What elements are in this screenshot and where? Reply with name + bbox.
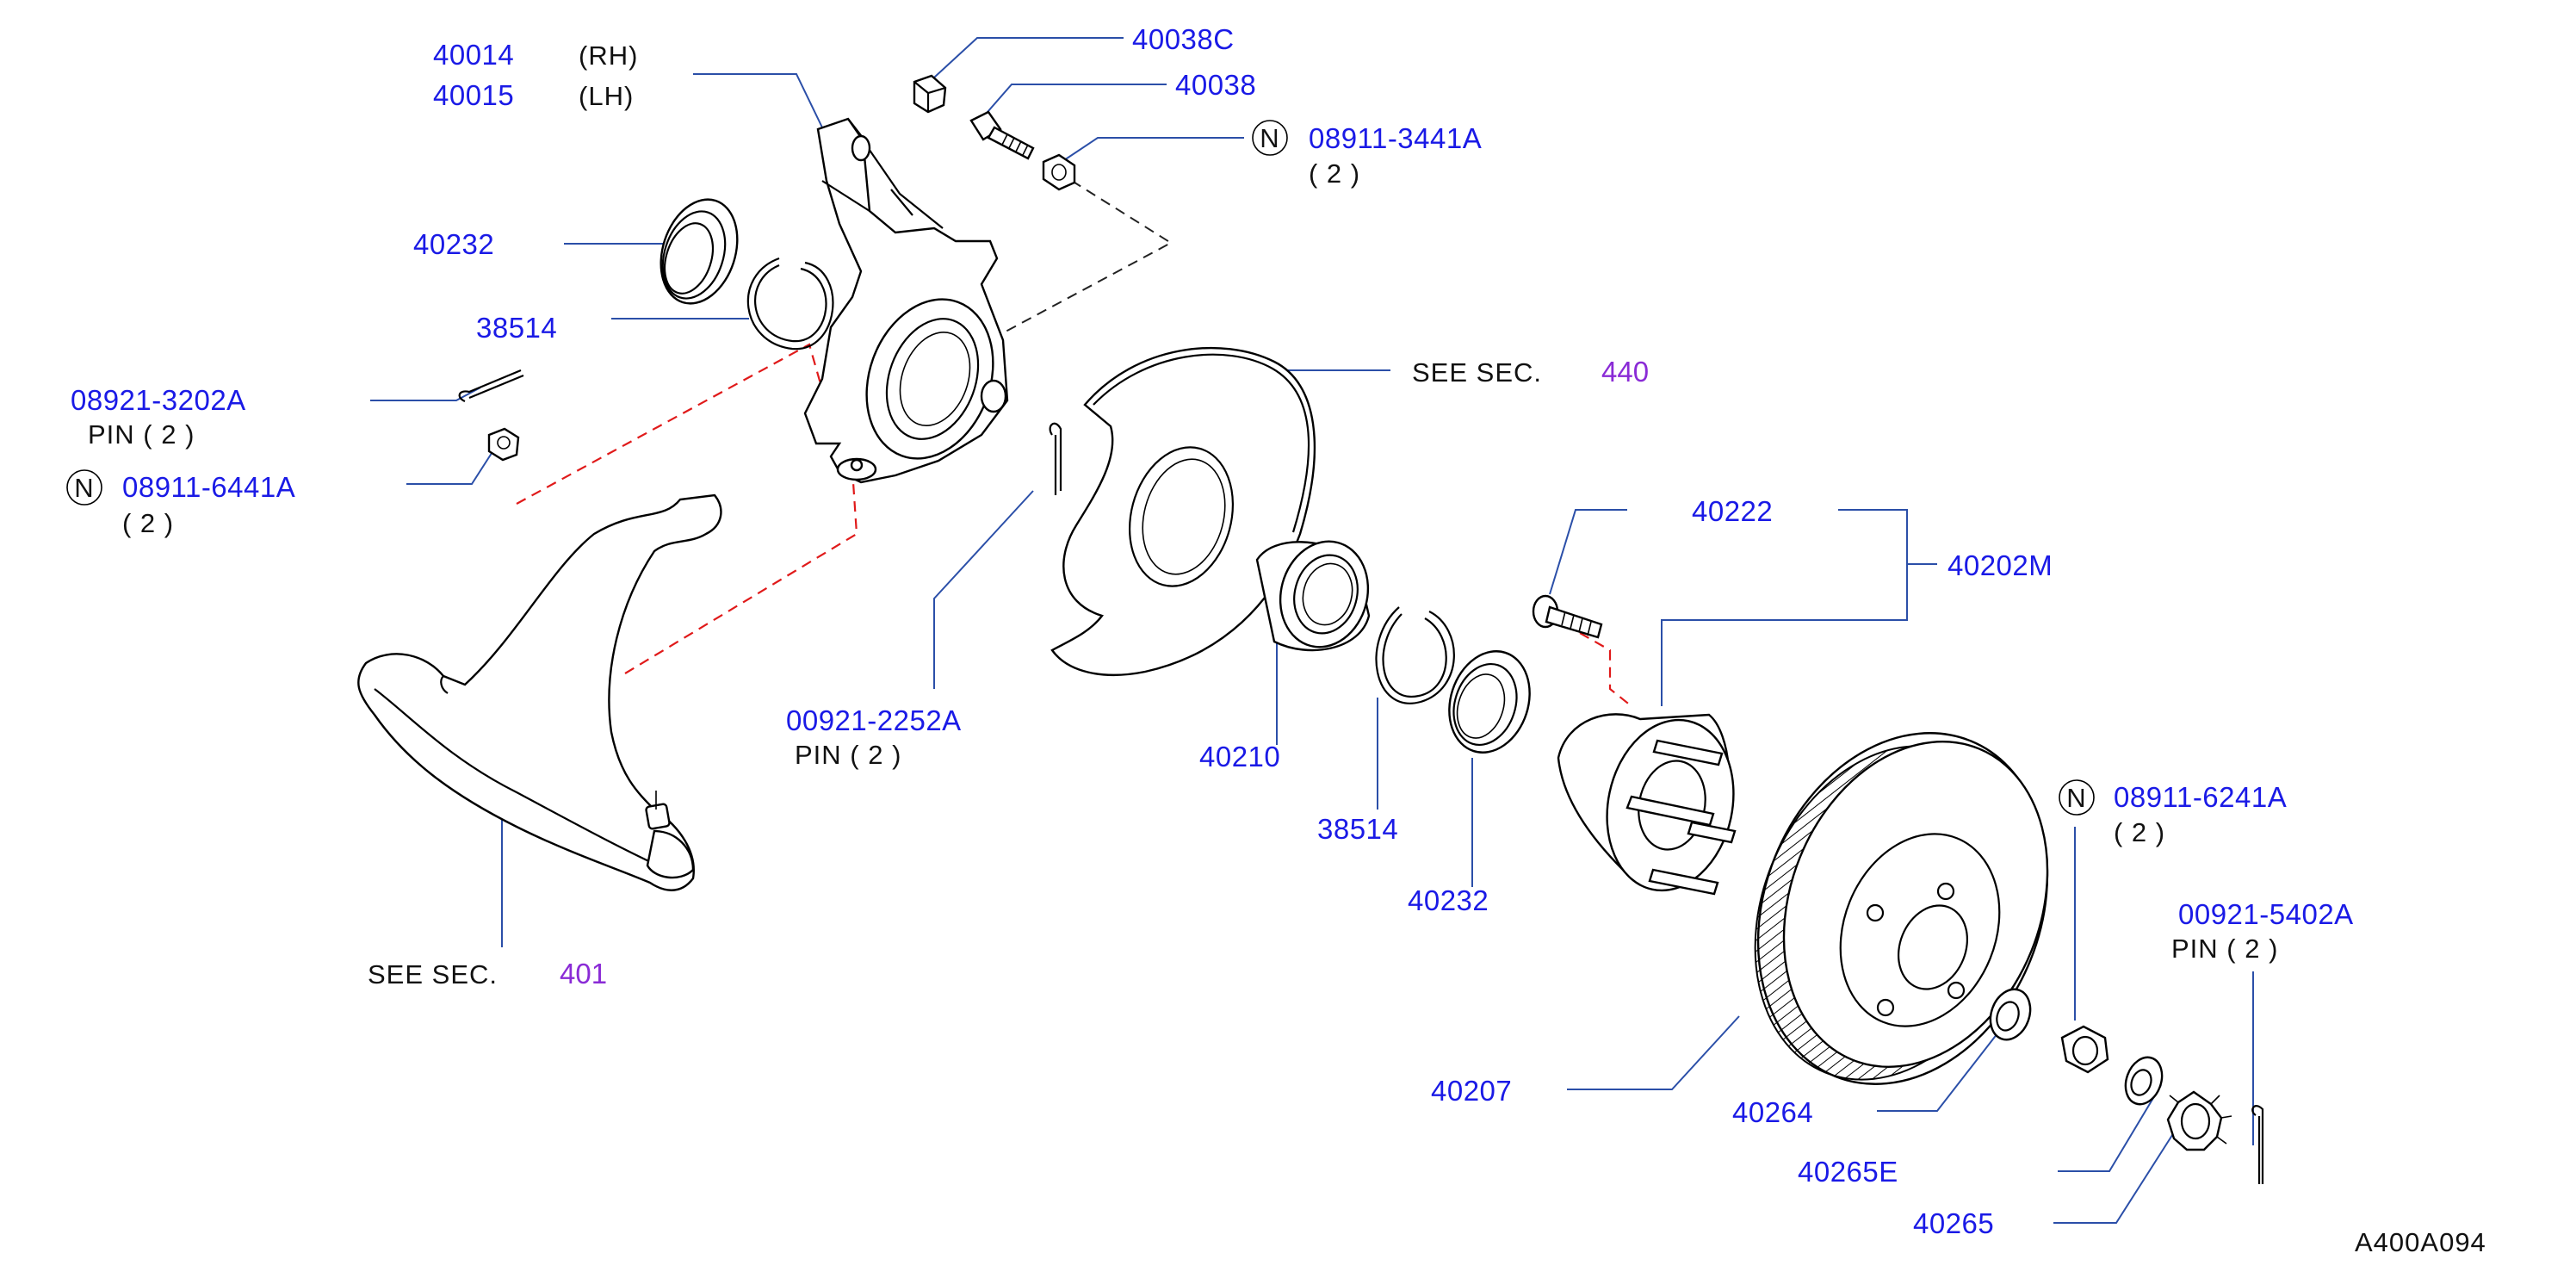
nut-08911-6241a — [2060, 1025, 2109, 1074]
qty-08911-3441a: ( 2 ) — [1309, 158, 1360, 189]
grease-seal-40232-top — [659, 198, 739, 305]
n-marker-3441: N — [1260, 123, 1279, 153]
section-ref-440: 440 — [1601, 356, 1649, 388]
label-40015: 40015 — [433, 79, 514, 111]
grease-seal-40232-bottom — [1448, 650, 1531, 754]
label-40265e: 40265E — [1798, 1156, 1898, 1188]
label-38514-bottom: 38514 — [1317, 813, 1398, 845]
label-08911-6241a: 08911-6241A — [2114, 781, 2287, 813]
label-rh: (RH) — [579, 40, 638, 71]
baffle-plate — [1050, 346, 1316, 677]
cotter-pin-08921-3202a — [458, 369, 524, 403]
label-40202m: 40202M — [1947, 549, 2053, 581]
label-08911-3441a: 08911-3441A — [1309, 122, 1482, 154]
wheel-bearing-40210 — [1255, 540, 1371, 652]
qty-08911-6441a: ( 2 ) — [122, 508, 174, 538]
label-lh: (LH) — [579, 81, 634, 111]
alignment-dashed-lines — [516, 180, 1632, 707]
cotter-pin-00921-5402a — [2251, 1105, 2264, 1184]
label-00921-2252a: 00921-2252A — [786, 704, 962, 736]
label-38514-top: 38514 — [476, 312, 557, 344]
label-40222: 40222 — [1692, 495, 1773, 527]
hub-bolt-40222 — [1532, 594, 1603, 639]
label-40210: 40210 — [1199, 741, 1280, 772]
label-00921-5402a: 00921-5402A — [2178, 898, 2354, 930]
label-40038: 40038 — [1175, 69, 1256, 101]
qty-08911-6241a: ( 2 ) — [2114, 817, 2165, 847]
diagram-code: A400A094 — [2355, 1227, 2486, 1257]
new-part-markers — [66, 120, 2095, 816]
nut-08911-3441a — [1042, 153, 1076, 191]
washer-40264 — [1989, 988, 2032, 1041]
label-08921-3202a: 08921-3202A — [71, 384, 246, 416]
n-marker-6241: N — [2066, 783, 2086, 813]
wheel-hub-40202m — [1557, 713, 1737, 896]
label-40038c: 40038C — [1132, 23, 1235, 55]
label-40264: 40264 — [1732, 1096, 1813, 1128]
disc-rotor-40207 — [1754, 732, 2049, 1085]
washer-40265e — [2124, 1056, 2164, 1106]
desc-00921-5402a: PIN ( 2 ) — [2171, 934, 2278, 964]
bolt-40038 — [969, 110, 1035, 160]
label-40232-top: 40232 — [413, 228, 494, 260]
cotter-pin-00921-2252a — [1049, 422, 1062, 495]
label-40207: 40207 — [1431, 1075, 1512, 1107]
leader-lines — [370, 37, 2254, 1224]
snap-ring-38514-top — [746, 257, 834, 351]
label-40232-bottom: 40232 — [1408, 884, 1489, 916]
snap-ring-38514-bottom — [1375, 606, 1455, 704]
lower-control-arm — [357, 493, 722, 891]
nut-08911-6441a — [487, 427, 520, 462]
part-labels: 40014 (RH) 40015 (LH) 40038C 40038 N 089… — [71, 23, 2486, 1257]
section-ref-401: 401 — [560, 958, 607, 990]
desc-08921-3202a: PIN ( 2 ) — [88, 419, 195, 450]
see-sec-lower-arm: SEE SEC. — [368, 959, 498, 990]
nut-40038c — [913, 74, 947, 114]
nut-cap-40265 — [2166, 1090, 2232, 1151]
steering-knuckle — [803, 117, 1009, 484]
label-08911-6441a: 08911-6441A — [122, 471, 295, 503]
desc-00921-2252a: PIN ( 2 ) — [795, 740, 901, 770]
n-marker-6441: N — [74, 473, 94, 503]
label-40014: 40014 — [433, 39, 514, 71]
see-sec-baffle: SEE SEC. — [1412, 357, 1542, 388]
label-40265: 40265 — [1913, 1207, 1994, 1239]
